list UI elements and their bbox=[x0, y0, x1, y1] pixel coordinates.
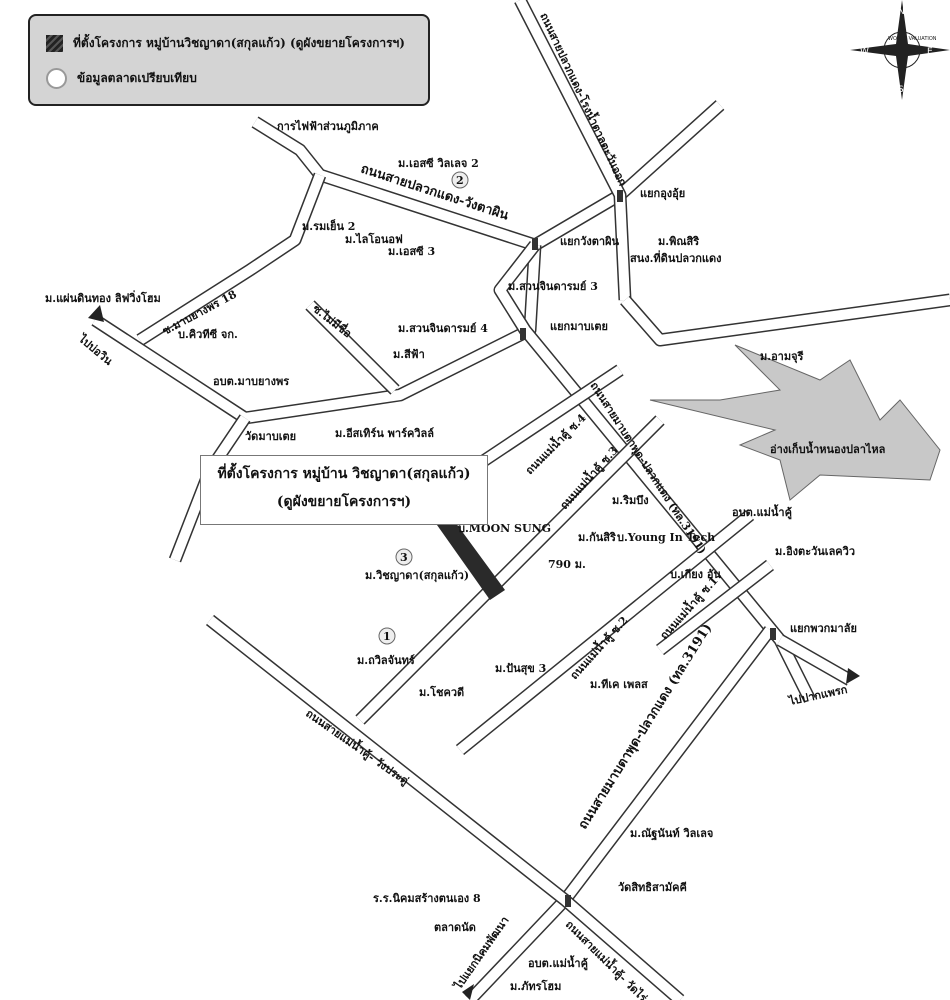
map-label: ม.สวนจินดารมย์ 3 bbox=[508, 280, 598, 293]
legend-market-label: ข้อมูลตลาดเปรียบเทียบ bbox=[77, 71, 197, 85]
map-label: ม.รมเย็น 2 bbox=[302, 219, 355, 233]
map-label: แยกวังตาผิน bbox=[560, 235, 620, 248]
map-label: ม.เอสซี วิลเลจ 2 bbox=[398, 157, 479, 170]
project-site-swatch-icon bbox=[46, 35, 63, 52]
map-label: ร.ร.นิคมสร้างตนเอง 8 bbox=[373, 892, 481, 905]
map-label: บ.Young In Tech bbox=[617, 531, 715, 544]
junction-labels: แยกวังตาผิน แยกอุงอุ้ย แยกมาบเตย แยกพวกม… bbox=[550, 187, 857, 635]
map-label: ม.เอสซี 3 bbox=[388, 245, 435, 258]
traffic-lights bbox=[520, 190, 776, 907]
reservoir bbox=[649, 344, 941, 501]
map-label: อ่างเก็บน้ำหนองปลาไหล bbox=[770, 441, 886, 456]
map-label: บ.MOON SUNG bbox=[458, 522, 551, 535]
map-label: S bbox=[898, 85, 904, 95]
map-label: ม.วิชญาดา(สกุลแก้ว) bbox=[365, 569, 469, 583]
market-markers: 1 2 3 bbox=[378, 171, 469, 645]
map-label: ม.กันสิริ bbox=[578, 531, 616, 544]
map-label: ม.สีฟ้า bbox=[393, 348, 425, 361]
callout-line1: ที่ตั้งโครงการ หมู่บ้าน วิชญาดา(สกุลแก้ว… bbox=[217, 466, 471, 482]
map-label: 2 bbox=[456, 174, 464, 187]
map-label: สนง.ที่ดินปลวกแดง bbox=[630, 250, 722, 265]
arrow-to-paknam bbox=[846, 668, 860, 684]
map-label: ม.โชควดี bbox=[419, 685, 464, 699]
map-label: วัดสิทธิสามัคคี bbox=[618, 881, 687, 894]
legend: ที่ตั้งโครงการ หมู่บ้านวิชญาดา(สกุลแก้ว)… bbox=[28, 14, 430, 106]
map-label: ม.สวนจินดารมย์ 4 bbox=[398, 322, 488, 335]
map-label: ม.แผ่นดินทอง ลิฟวิ่งโฮม bbox=[45, 290, 161, 305]
map-label: ม.ภัทรโฮม bbox=[510, 979, 561, 993]
map-label: 3 bbox=[400, 551, 408, 564]
arrow-to-bowin bbox=[88, 305, 104, 322]
callout-line2: (ดูผังขยายโครงการฯ) bbox=[276, 494, 412, 510]
map-label: N bbox=[898, 7, 905, 17]
map-label: ถนนสายแม่น้ำคู้- วังประตู่ bbox=[303, 705, 412, 788]
map-label: อบต.มาบยางพร bbox=[213, 375, 289, 388]
map-label: ม.ริมบึง bbox=[612, 494, 649, 507]
map-label: W bbox=[860, 47, 869, 57]
map-label: อบต.แม่น้ำคู้ bbox=[528, 955, 588, 971]
map-label: ม.ถวิลจันทร์ bbox=[357, 654, 415, 667]
map-label: บ.เกียง อัน bbox=[670, 568, 721, 581]
map-label: การไฟฟ้าส่วนภูมิภาค bbox=[277, 119, 379, 134]
map-label: WORLD VALUATION bbox=[888, 36, 937, 42]
legend-project-label: ที่ตั้งโครงการ หมู่บ้านวิชญาดา(สกุลแก้ว)… bbox=[73, 36, 405, 50]
map-label: E bbox=[927, 47, 933, 57]
map-label: ถนนแม่น้ำคู้ ซ.2 bbox=[566, 613, 631, 683]
map-label: ม.ณัฐนันท์ วิลเลจ bbox=[630, 827, 713, 841]
map-label: แยกมาบเตย bbox=[550, 320, 608, 333]
legend-project: ที่ตั้งโครงการ หมู่บ้านวิชญาดา(สกุลแก้ว)… bbox=[46, 34, 405, 53]
map-label: ม.อิงตะวันเลควิว bbox=[775, 545, 855, 558]
map-label: 1 bbox=[383, 630, 391, 643]
map-label: แยกพวกมาลัย bbox=[790, 622, 857, 635]
map-label: ม.อีสเทิร์น พาร์ควิลล์ bbox=[335, 427, 434, 440]
map-label: ถนนสายปลวกแดง-โรงน้ำตาลตะวันออก bbox=[537, 10, 631, 188]
map-label: ม.ปันสุข 3 bbox=[495, 662, 546, 676]
map-label: ม.พิณสิริ bbox=[658, 235, 699, 248]
arrow-to-nikhom bbox=[462, 984, 474, 1000]
place-labels: การไฟฟ้าส่วนภูมิภาค ม.เอสซี วิลเลจ 2 ม.ร… bbox=[45, 119, 886, 993]
map-label: อบต.แม่น้ำคู้ bbox=[732, 504, 792, 520]
compass: N E S W WORLD VALUATION bbox=[850, 0, 950, 100]
project-callout: ที่ตั้งโครงการ หมู่บ้าน วิชญาดา(สกุลแก้ว… bbox=[200, 455, 488, 525]
map-label: ม.ทีเค เพลส bbox=[590, 678, 648, 691]
map-label: ม.อามจุรี bbox=[760, 350, 804, 364]
legend-market: ข้อมูลตลาดเปรียบเทียบ bbox=[46, 68, 197, 89]
map-label: วัดมาบเตย bbox=[245, 430, 296, 443]
map-label: บ.คิวทีซี จก. bbox=[178, 328, 238, 341]
market-circle-icon bbox=[46, 68, 67, 89]
map-label: แยกอุงอุ้ย bbox=[640, 187, 685, 201]
map-label: ไปปากแพรก bbox=[786, 682, 849, 708]
map-label: ม.ไลโอนอฟ bbox=[345, 232, 403, 246]
project-site bbox=[437, 515, 505, 600]
map-label: ตลาดนัด bbox=[434, 921, 476, 934]
map-label: 790 ม. bbox=[548, 558, 586, 571]
